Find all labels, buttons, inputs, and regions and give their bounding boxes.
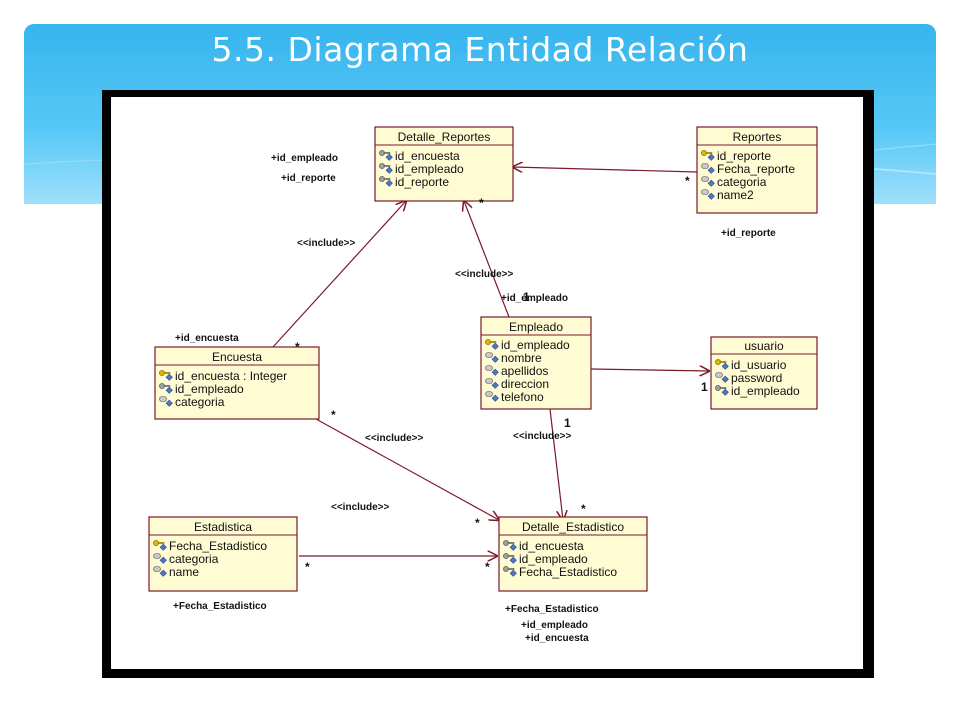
role-label: +Fecha_Estadistico bbox=[505, 604, 599, 615]
attribute-label: id_empleado bbox=[395, 162, 464, 176]
attribute-label: categoria bbox=[717, 175, 767, 189]
multiplicity-star: * bbox=[295, 340, 300, 354]
entity-detalle-reportes: Detalle_Reportes id_encuesta id_empleado… bbox=[374, 126, 514, 202]
include-label: <<include>> bbox=[331, 502, 390, 513]
attribute-label: id_usuario bbox=[731, 358, 787, 372]
attribute-label: password bbox=[731, 371, 782, 385]
attribute-label: nombre bbox=[501, 351, 542, 365]
role-label: +id_empleado bbox=[271, 153, 338, 164]
attribute-label: categoria bbox=[169, 552, 219, 566]
attribute-label: id_encuesta bbox=[395, 149, 460, 163]
role-label: +id_reporte bbox=[721, 228, 776, 239]
role-label: +id_encuesta bbox=[175, 333, 239, 344]
attribute-label: id_reporte bbox=[395, 175, 449, 189]
attribute-label: telefono bbox=[501, 390, 544, 404]
attribute-label: id_empleado bbox=[731, 384, 800, 398]
attribute-label: id_empleado bbox=[519, 552, 588, 566]
role-label: +id_empleado bbox=[521, 620, 588, 631]
link-empleado-detalle-estadistico bbox=[549, 408, 563, 520]
attribute-label: Fecha_Estadistico bbox=[519, 565, 617, 579]
entity-name: Detalle_Reportes bbox=[398, 130, 491, 144]
multiplicity-star: * bbox=[331, 408, 336, 422]
multiplicity-star: * bbox=[581, 502, 586, 516]
entity-name: Reportes bbox=[733, 130, 782, 144]
link-empleado-usuario bbox=[590, 369, 709, 371]
role-label: +id_reporte bbox=[281, 173, 336, 184]
entity-name: Empleado bbox=[509, 320, 563, 334]
multiplicity-one: 1 bbox=[523, 290, 530, 304]
link-reportes-detalle-reportes bbox=[513, 167, 698, 172]
entity-estadistica: Estadistica Fecha_Estadistico categoria … bbox=[148, 516, 298, 592]
include-label: <<include>> bbox=[365, 433, 424, 444]
entity-usuario: usuario id_usuario password id_empleado bbox=[710, 336, 818, 410]
attribute-label: name2 bbox=[717, 188, 754, 202]
multiplicity-one: 1 bbox=[701, 380, 708, 394]
link-encuesta-detalle-estadistico bbox=[315, 418, 499, 520]
role-label: +id_empleado bbox=[501, 293, 568, 304]
attribute-label: apellidos bbox=[501, 364, 548, 378]
attribute-label: id_reporte bbox=[717, 149, 771, 163]
multiplicity-star: * bbox=[475, 516, 480, 530]
entity-name: Detalle_Estadistico bbox=[522, 520, 624, 534]
attribute-label: categoria bbox=[175, 395, 225, 409]
attribute-label: id_empleado bbox=[501, 338, 570, 352]
entity-relationship-diagram: Detalle_Reportes id_encuesta id_empleado… bbox=[148, 126, 818, 644]
attribute-label: direccion bbox=[501, 377, 549, 391]
role-label: +Fecha_Estadistico bbox=[173, 601, 267, 612]
entity-reportes: Reportes id_reporte Fecha_reporte catego… bbox=[696, 126, 818, 214]
relationship-labels: +id_empleado +id_reporte +id_reporte <<i… bbox=[173, 153, 776, 644]
entity-detalle-estadistico: Detalle_Estadistico id_encuesta id_emple… bbox=[498, 516, 648, 592]
include-label: <<include>> bbox=[455, 269, 514, 280]
entity-empleado: Empleado id_empleado nombre apellidos di… bbox=[480, 316, 592, 410]
multiplicity-star: * bbox=[305, 560, 310, 574]
entity-name: Encuesta bbox=[212, 350, 262, 364]
link-encuesta-detalle-reportes bbox=[272, 201, 406, 348]
multiplicity-marks: * * * 1 1 * 1 * * * * bbox=[295, 174, 708, 574]
include-label: <<include>> bbox=[513, 431, 572, 442]
entity-encuesta: Encuesta id_encuesta : Integer id_emplea… bbox=[154, 346, 320, 420]
attribute-label: Fecha_Estadistico bbox=[169, 539, 267, 553]
attribute-label: name bbox=[169, 565, 199, 579]
slide-title: 5.5. Diagrama Entidad Relación bbox=[211, 30, 749, 69]
link-empleado-detalle-reportes bbox=[464, 201, 510, 318]
diagram-canvas: Detalle_Reportes id_encuesta id_empleado… bbox=[109, 95, 865, 671]
attribute-label: id_encuesta bbox=[519, 539, 584, 553]
relationship-lines bbox=[272, 167, 709, 556]
multiplicity-star: * bbox=[685, 174, 690, 188]
entity-name: usuario bbox=[744, 339, 784, 353]
include-label: <<include>> bbox=[297, 238, 356, 249]
multiplicity-star: * bbox=[485, 560, 490, 574]
attribute-label: id_empleado bbox=[175, 382, 244, 396]
attribute-label: id_encuesta : Integer bbox=[175, 369, 287, 383]
multiplicity-one: 1 bbox=[564, 416, 571, 430]
multiplicity-star: * bbox=[479, 196, 484, 210]
attribute-label: Fecha_reporte bbox=[717, 162, 795, 176]
diagram-frame: Detalle_Reportes id_encuesta id_empleado… bbox=[102, 90, 874, 678]
role-label: +id_encuesta bbox=[525, 633, 589, 644]
entity-name: Estadistica bbox=[194, 520, 252, 534]
